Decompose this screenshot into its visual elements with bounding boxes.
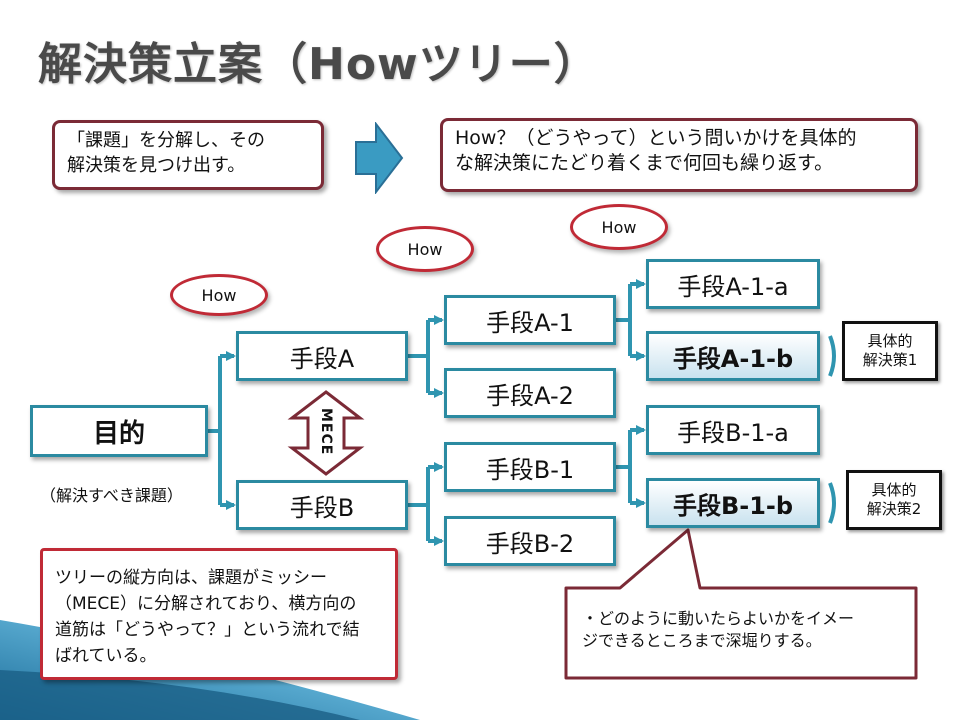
mece-explanation-note: ツリーの縦方向は、課題がミッシー （MECE）に分解されており、横方向の 道筋は… xyxy=(40,548,398,680)
right-note-line-2: ジできるところまで深堀りする。 xyxy=(582,631,822,650)
node-b1: 手段B-1 xyxy=(444,442,616,492)
node-goal: 目的 xyxy=(30,405,208,457)
page-title: 解決策立案（Howツリー） xyxy=(38,39,599,90)
left-note-line-1: ツリーの縦方向は、課題がミッシー xyxy=(55,568,327,588)
how-label: How xyxy=(201,285,237,305)
node-b2: 手段B-2 xyxy=(444,516,616,566)
left-note-line-3: 道筋は「どうやって？」という流れで結 xyxy=(55,620,360,640)
node-b1a: 手段B-1-a xyxy=(646,405,820,455)
node-b: 手段B xyxy=(236,480,408,530)
node-a1b: 手段A-1-b xyxy=(646,331,820,381)
how-ellipse-3: How xyxy=(570,204,668,250)
mece-double-arrow xyxy=(287,390,365,476)
solution-2-line-2: 解決策2 xyxy=(866,500,922,518)
solution-2-line-1: 具体的 xyxy=(871,481,917,499)
solution-1-line-1: 具体的 xyxy=(867,332,913,350)
how-label: How xyxy=(601,217,637,237)
solution-box-2: 具体的 解決策2 xyxy=(846,470,942,530)
speech-bubble-shape xyxy=(564,528,918,680)
node-a1a: 手段A-1-a xyxy=(646,259,820,309)
repeat-line-2: な解決策にたどり着くまで何回も繰り返す。 xyxy=(455,152,834,174)
goal-subtitle: （解決すべき課題） xyxy=(40,486,183,505)
intro-line-2: 解決策を見つけ出す。 xyxy=(67,155,246,176)
intro-line-1: 「課題」を分解し、その xyxy=(67,130,265,151)
solution-1-line-2: 解決策1 xyxy=(862,351,918,369)
how-ellipse-2: How xyxy=(376,226,474,272)
solution-box-1: 具体的 解決策1 xyxy=(842,321,938,381)
deep-dive-note: ・どのように動いたらよいかをイメー ジできるところまで深堀りする。 xyxy=(566,588,916,678)
intro-callout: 「課題」を分解し、その 解決策を見つけ出す。 xyxy=(52,120,324,190)
node-b1b: 手段B-1-b xyxy=(646,478,820,528)
repeat-callout: How？（どうやって）という問いかけを具体的 な解決策にたどり着くまで何回も繰り… xyxy=(440,118,918,192)
repeat-line-1: How？（どうやって）という問いかけを具体的 xyxy=(455,127,857,149)
how-label: How xyxy=(407,239,443,259)
node-a2: 手段A-2 xyxy=(444,368,616,418)
right-note-line-1: ・どのように動いたらよいかをイメー xyxy=(582,609,855,628)
how-ellipse-1: How xyxy=(170,274,268,316)
node-a1: 手段A-1 xyxy=(444,295,616,345)
left-note-line-4: ばれている。 xyxy=(55,646,157,666)
node-a: 手段A xyxy=(236,331,408,381)
right-arrow-icon xyxy=(355,122,404,194)
mece-label: MECE xyxy=(318,408,334,456)
left-note-line-2: （MECE）に分解されており、横方向の xyxy=(55,594,357,614)
